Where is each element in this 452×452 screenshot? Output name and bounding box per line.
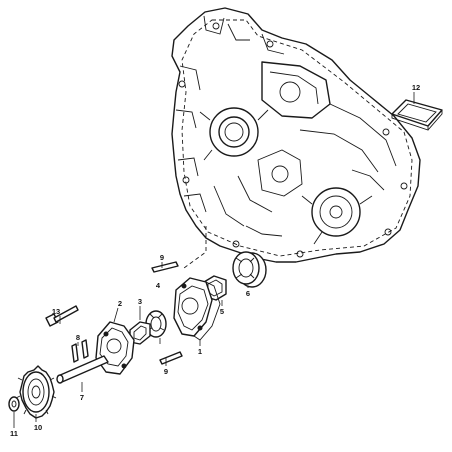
callout-9-upper: 9	[160, 253, 164, 262]
part-7-shaft	[56, 355, 109, 384]
part-6-outer-rotor	[232, 251, 267, 288]
callout-13: 13	[52, 307, 60, 316]
callout-5: 5	[220, 307, 224, 316]
callout-12: 12	[412, 83, 420, 92]
assembly-line	[183, 226, 207, 269]
part-12-strainer	[391, 99, 443, 131]
part-9-dowel-pin-upper	[151, 261, 179, 273]
callout-8: 8	[76, 333, 80, 342]
callout-4: 4	[156, 281, 161, 290]
crankcase-half	[171, 7, 421, 263]
leader-lines	[13, 92, 415, 428]
callout-1: 1	[198, 347, 202, 356]
callout-3: 3	[138, 297, 142, 306]
callout-9-lower: 9	[164, 367, 168, 376]
callout-7: 7	[80, 393, 84, 402]
part-10-sprocket	[15, 365, 57, 419]
part-8-pins	[71, 339, 89, 363]
part-1-pump-body	[173, 277, 221, 341]
callout-11: 11	[10, 429, 18, 438]
callout-6: 6	[246, 289, 250, 298]
part-13-bolt	[45, 305, 79, 327]
callout-10: 10	[34, 423, 42, 432]
part-11-circlip	[8, 396, 20, 412]
part-2-pump-cover	[95, 321, 135, 375]
callout-2: 2	[118, 299, 122, 308]
part-9-dowel-pin-lower	[159, 351, 183, 365]
